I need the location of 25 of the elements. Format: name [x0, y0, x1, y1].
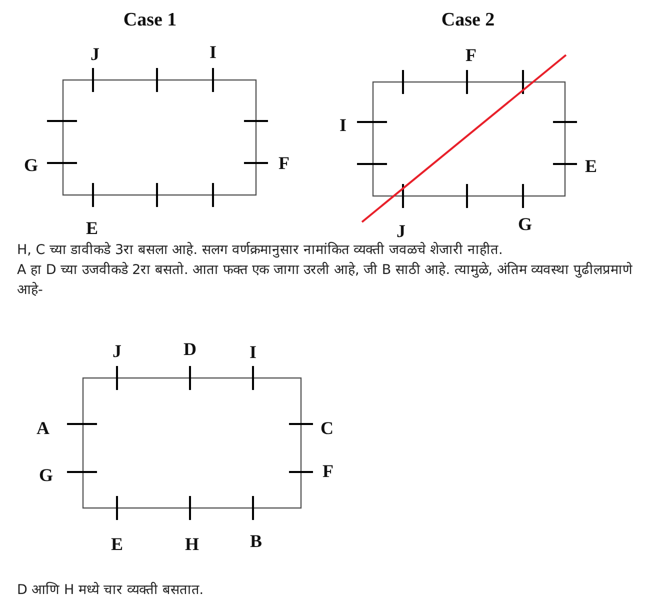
seat-label: G	[39, 466, 53, 484]
seat-label: E	[86, 219, 98, 237]
seat-label: E	[111, 535, 123, 553]
seat-label: H	[185, 535, 199, 553]
case-heading: Case 2	[441, 10, 495, 30]
seat-label: I	[340, 116, 346, 134]
explanation-text: D आणि H मध्ये चार व्यक्ती बसतात.	[17, 580, 205, 600]
seat-label: A	[36, 419, 50, 437]
seat-label: J	[90, 45, 100, 63]
seat-label: I	[210, 43, 216, 61]
seat-label: F	[466, 46, 476, 64]
seat-label: I	[250, 343, 256, 361]
seat-label: G	[24, 156, 38, 174]
seat-label: J	[396, 222, 406, 240]
seat-label: G	[518, 215, 532, 233]
explanation-text: H, C च्या डावीकडे 3रा बसला आहे. सलग वर्णक्रमानुसार नामांकित व्यक्ती जवळचे शेजारी नाहीत.	[17, 240, 504, 260]
seat-label: B	[250, 532, 262, 550]
seat-label: D	[184, 340, 196, 358]
seat-label: F	[322, 462, 334, 480]
case-heading: Case 1	[123, 10, 177, 30]
seat-label: F	[278, 154, 290, 172]
explanation-text: A हा D च्या उजवीकडे 2रा बसतो. आता फक्त एक जागा उरली आहे, जी B साठी आहे. त्यामुळे, अंतिम व्यवस्था पुढीलप्रमाणे आहे-	[17, 260, 634, 300]
seat-label: E	[585, 157, 597, 175]
seat-label: J	[112, 342, 122, 360]
seat-label: C	[320, 419, 334, 437]
